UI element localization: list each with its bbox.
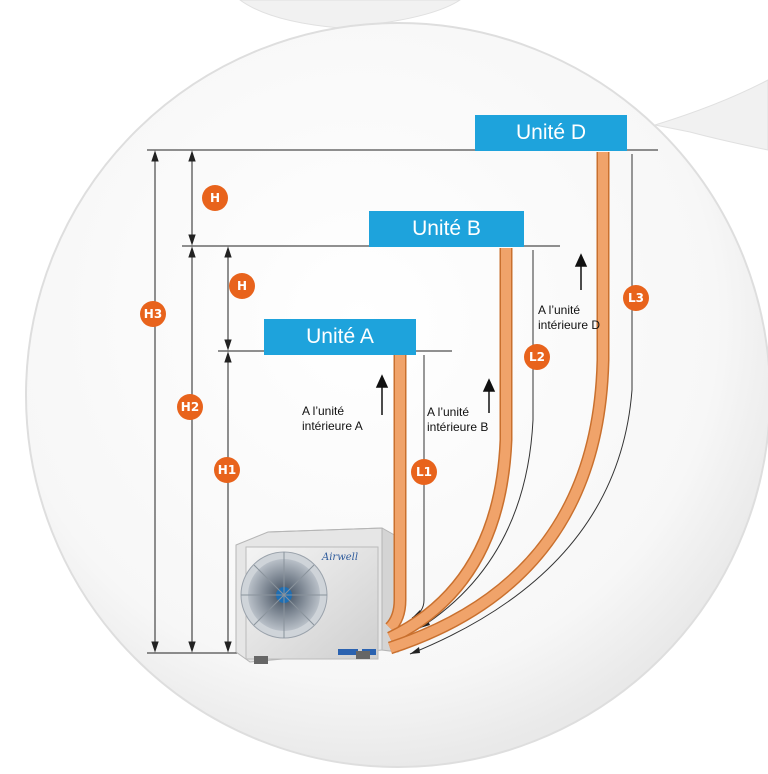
length-badge-l2: L2 [524,344,550,370]
height-badge-h3: H3 [140,301,166,327]
note-to-indoor-b: A l’unité intérieure B [427,405,488,435]
note-d-line2: intérieure D [538,318,601,332]
unit-a-label: Unité A [264,319,416,355]
length-badge-l3: L3 [623,285,649,311]
outdoor-unit: Airwell [235,527,399,664]
note-d-line1: A l’unité [538,303,581,317]
unit-d-label: Unité D [475,115,627,151]
note-b-line1: A l’unité [427,405,470,419]
note-to-indoor-d: A l’unité intérieure D [538,303,600,333]
bubble-right-fragment [654,79,768,151]
note-a-line2: intérieure A [302,419,363,433]
height-badge-h1: H1 [214,457,240,483]
height-badge-h2: H2 [177,394,203,420]
height-badge-h-middle: H [229,273,255,299]
note-a-line1: A l’unité [302,404,345,418]
length-badge-l1: L1 [411,459,437,485]
unit-b-label: Unité B [369,211,524,247]
height-dimensions [151,150,232,653]
note-to-indoor-a: A l’unité intérieure A [302,404,363,434]
outdoor-unit-logo: Airwell [321,552,358,563]
height-badge-h-top: H [202,185,228,211]
flow-arrows [375,253,588,415]
pipes [385,152,610,655]
note-b-line2: intérieure B [427,420,489,434]
